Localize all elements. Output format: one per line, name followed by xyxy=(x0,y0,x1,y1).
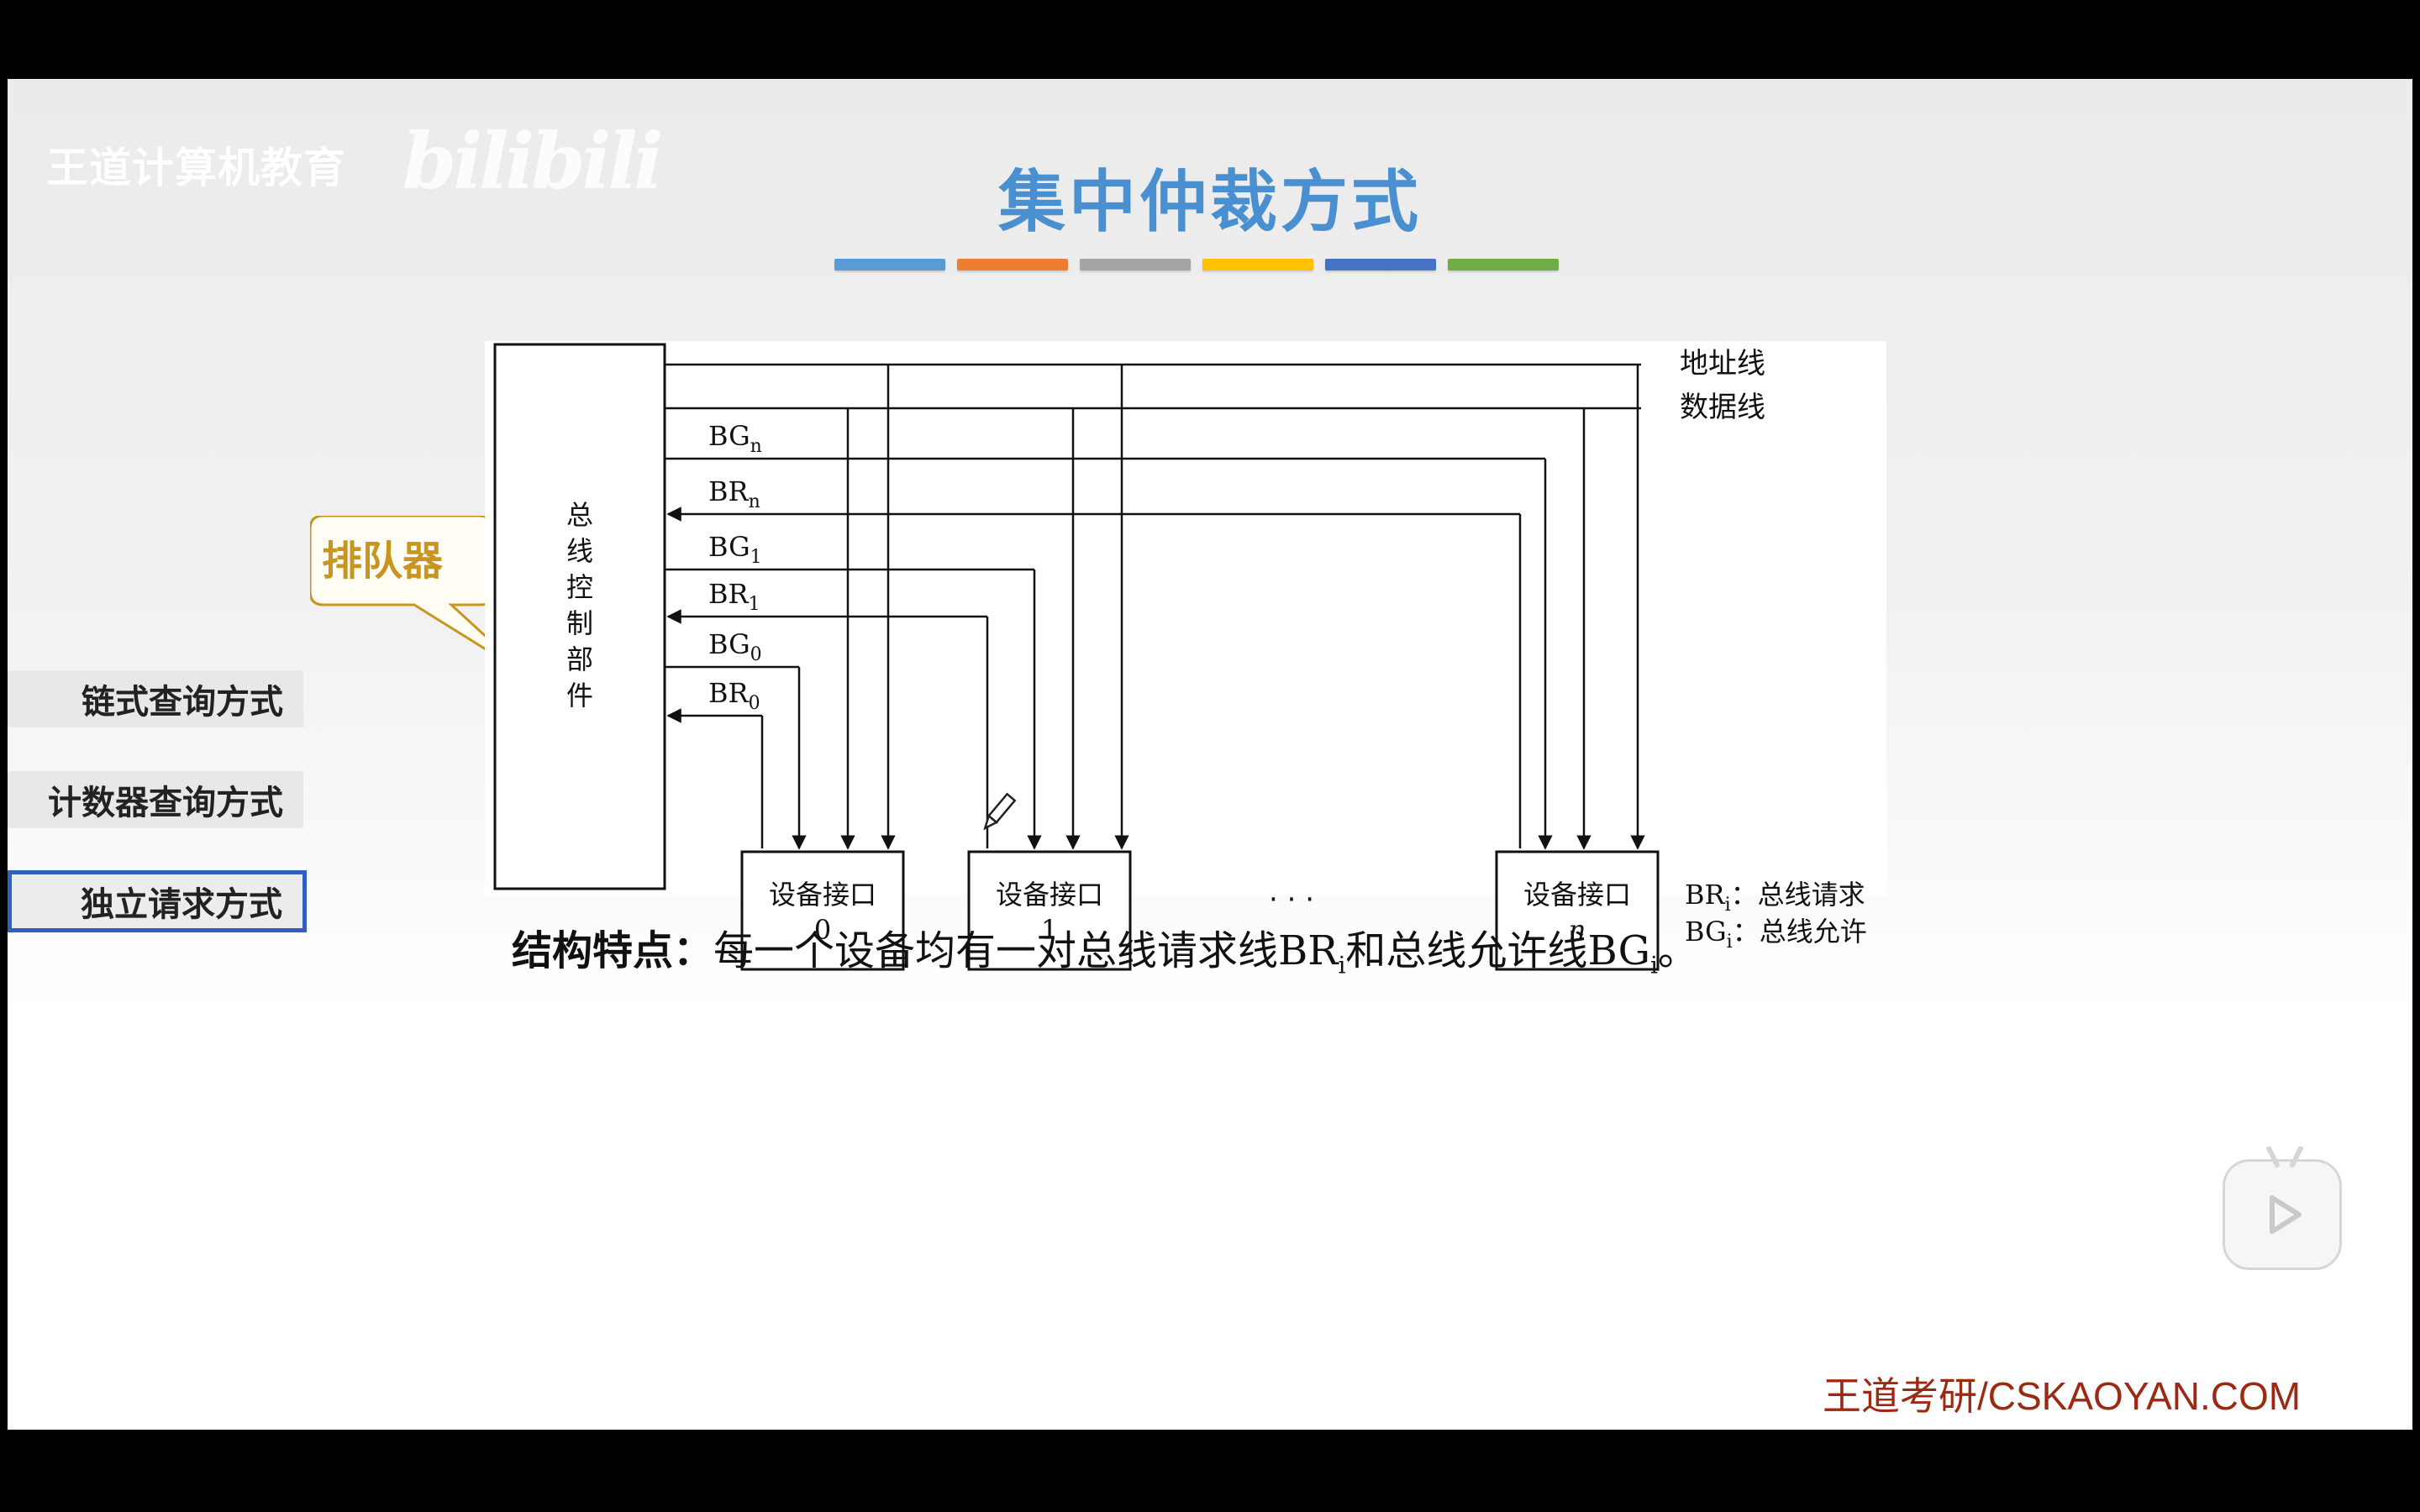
feature-code-br: BR xyxy=(1278,927,1339,974)
feature-sub-bg: i xyxy=(1649,951,1658,979)
nav-item-independent-request[interactable]: 独立请求方式 xyxy=(8,870,307,932)
controller-char-1: 线 xyxy=(566,535,593,567)
signal-label-br-0: BR0 xyxy=(708,677,760,714)
nav-item-chain-query[interactable]: 链式查询方式 xyxy=(8,670,303,727)
nav-item-counter-query[interactable]: 计数器查询方式 xyxy=(8,771,303,828)
color-bar-4 xyxy=(1325,259,1436,270)
device-ellipsis: · · · xyxy=(1269,883,1314,916)
feature-text-mid: 和总线允许线 xyxy=(1345,927,1588,974)
legend-bg: BGi：总线允许 xyxy=(1685,916,1867,953)
watermark-logo: bilibili xyxy=(402,116,663,207)
bus-arbitration-diagram: 总线控制部件 地址线 数据线 xyxy=(485,341,1886,895)
controller-char-0: 总 xyxy=(566,499,593,531)
signal-label-br-1: BR1 xyxy=(708,578,760,615)
bus-controller-box xyxy=(493,343,666,890)
data-line-label: 数据线 xyxy=(1680,391,1765,424)
device-1-title: 设备接口 xyxy=(996,879,1103,911)
structure-feature: 结构特点：每一个设备均有一对总线请求线BRi和总线允许线BGi。 xyxy=(512,917,1698,979)
watermark-org: 王道计算机教育 xyxy=(46,144,346,192)
play-button[interactable] xyxy=(2223,1147,2342,1270)
device-n-title: 设备接口 xyxy=(1523,879,1631,911)
nav-item-label: 独立请求方式 xyxy=(81,885,282,924)
address-line-label: 地址线 xyxy=(1680,347,1765,381)
play-icon xyxy=(2270,1195,2302,1234)
controller-char-2: 控 xyxy=(566,571,593,603)
device-interface-box-1-frame xyxy=(967,850,1132,971)
signal-label-br-n: BRn xyxy=(708,475,760,512)
feature-text-before: 每一个设备均有一对总线请求线 xyxy=(713,927,1279,974)
device-interface-box-n-frame xyxy=(1495,850,1660,971)
nav-item-label: 链式查询方式 xyxy=(82,683,283,722)
feature-label: 结构特点： xyxy=(512,927,714,974)
controller-char-5: 件 xyxy=(566,680,593,711)
controller-char-4: 部 xyxy=(566,643,593,675)
device-0-index: 0 xyxy=(814,914,831,946)
feature-text-end: 。 xyxy=(1657,927,1698,974)
play-button-ears xyxy=(2266,1147,2303,1168)
signal-label-bg-0: BG0 xyxy=(708,628,762,665)
controller-char-3: 制 xyxy=(566,607,593,639)
pencil-icon xyxy=(983,792,1017,831)
device-n-index: n xyxy=(1569,914,1586,946)
feature-code-bg: BG xyxy=(1587,927,1650,974)
color-bar-0 xyxy=(834,259,945,270)
color-bar-3 xyxy=(1202,259,1313,270)
slide: 王道计算机教育 bilibili 集中仲裁方式 链式查询方式 计数器查询方式 独… xyxy=(8,79,2412,1430)
device-0-title: 设备接口 xyxy=(769,879,876,911)
color-bar-1 xyxy=(957,259,1068,270)
device-1-index: 1 xyxy=(1041,914,1058,946)
signal-label-bg-n: BGn xyxy=(708,420,762,457)
color-bar-2 xyxy=(1080,259,1191,270)
legend-br: BRi：总线请求 xyxy=(1685,879,1865,916)
device-layer: 设备接口 0 设备接口 1 设备接口 n · · · BRi：总线请求 BGi：… xyxy=(740,792,1867,971)
feature-sub-br: i xyxy=(1338,951,1346,979)
device-interface-box-0-frame xyxy=(740,850,905,971)
callout-label: 排队器 xyxy=(322,538,444,585)
slide-title: 集中仲裁方式 xyxy=(998,163,1422,241)
signal-label-bg-1: BG1 xyxy=(708,531,762,568)
footer-brand: 王道考研/CSKAOYAN.COM xyxy=(1823,1374,2302,1418)
nav-item-label: 计数器查询方式 xyxy=(48,784,283,822)
color-bar-5 xyxy=(1448,259,1559,270)
